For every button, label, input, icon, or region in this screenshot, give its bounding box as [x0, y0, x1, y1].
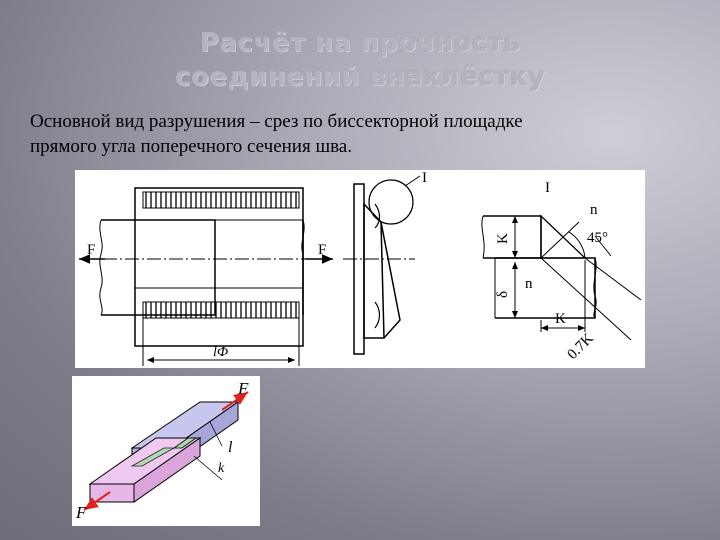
leg-k-label: k — [218, 461, 225, 476]
slide-title: Расчёт на прочность соединений внахлёстк… — [0, 26, 720, 94]
k-bottom-label: K — [555, 311, 566, 327]
bottom-plate — [88, 437, 202, 503]
throat-label: 0.7K — [565, 330, 597, 362]
force-top-label: F — [237, 379, 249, 398]
length-label: lФ — [213, 345, 228, 360]
force-arrow-bottom — [83, 491, 111, 511]
weld-detail — [481, 214, 597, 319]
body-text-line-2: прямого угла поперечного сечения шва. — [30, 136, 352, 157]
detail-n-center: n — [525, 276, 533, 292]
delta-label: δ — [495, 291, 511, 298]
detail-dimensions — [512, 216, 642, 341]
angle-label: 45° — [587, 230, 608, 246]
body-text-line-1: Основной вид разрушения – срез по биссек… — [30, 111, 523, 132]
force-label-right: F — [318, 242, 326, 258]
lap-joint-3d-drawing: F F l k — [72, 376, 260, 526]
plan-view — [99, 187, 305, 347]
length-dimension — [142, 318, 300, 366]
force-label-left: F — [87, 242, 95, 258]
body-text: Основной вид разрушения – срез по биссек… — [30, 109, 710, 159]
side-view — [343, 175, 421, 355]
lap-joint-drawing: F F lФ I I — [75, 170, 645, 368]
title-line-2: соединений внахлёстку — [174, 62, 546, 92]
detail-callout-label: I — [422, 170, 427, 186]
k-vertical-label: K — [495, 233, 511, 244]
title-line-1: Расчёт на прочность — [199, 28, 521, 58]
force-bottom-label: F — [75, 503, 87, 522]
length-l-label: l — [228, 439, 233, 456]
force-arrow-top — [221, 391, 249, 411]
weld-seam — [130, 437, 198, 467]
detail-n-top: n — [590, 202, 598, 218]
detail-title: I — [545, 180, 550, 196]
